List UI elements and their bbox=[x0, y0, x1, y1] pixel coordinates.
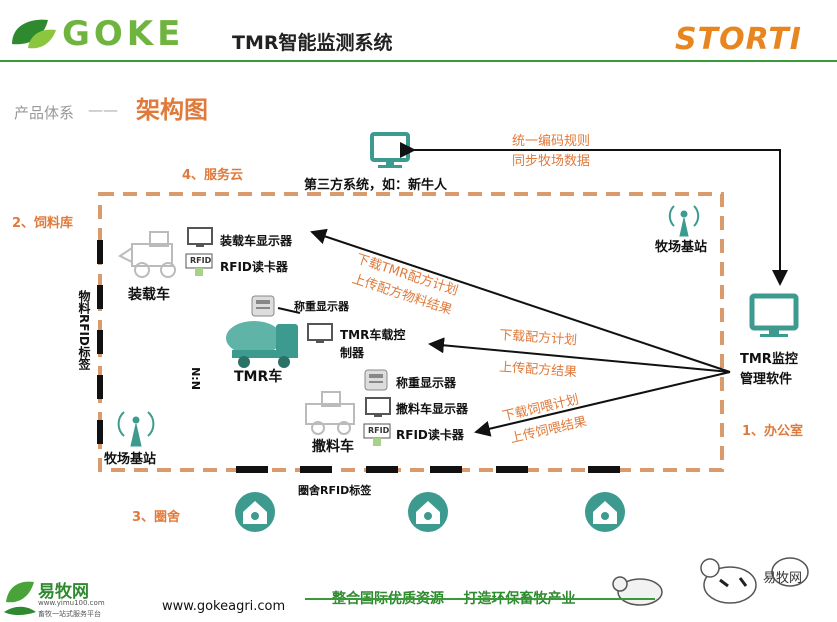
sync-label-2: 同步牧场数据 bbox=[512, 154, 591, 169]
barn-icon-1 bbox=[235, 492, 275, 532]
yimu-url[interactable]: www.yimu100.com bbox=[38, 599, 105, 607]
base-station-icon-left bbox=[117, 411, 155, 447]
tmr-controller-label-1: TMR车载控 bbox=[340, 328, 406, 342]
footer-divider bbox=[305, 598, 655, 600]
system-title: TMR智能监测系统 bbox=[232, 32, 393, 54]
loader-rfid-reader-icon bbox=[185, 253, 213, 276]
spreader-rfid-reader-icon bbox=[363, 423, 391, 446]
breadcrumb-section: 产品体系 bbox=[14, 104, 75, 122]
loader-rfid-chip-label: RFID bbox=[190, 256, 212, 265]
weigh-link-line bbox=[277, 307, 301, 314]
loader-rfid-label: RFID读卡器 bbox=[220, 260, 288, 274]
yimu-title: 易牧网 bbox=[38, 582, 89, 602]
goke-logo: GOKE bbox=[62, 14, 185, 54]
zone-service-cloud: 4、服务云 bbox=[182, 168, 244, 183]
zone-office: 1、办公室 bbox=[742, 424, 804, 439]
base-station-label-top: 牧场基站 bbox=[655, 240, 708, 255]
zone-feed-store: 2、饲料库 bbox=[12, 216, 74, 231]
third-party-label: 第三方系统，如：新牛人 bbox=[304, 178, 448, 193]
loader-flow-arrow bbox=[310, 228, 731, 373]
material-rfid-tag-marks bbox=[97, 240, 103, 444]
sync-label-1: 统一编码规则 bbox=[512, 134, 591, 149]
spreader-label: 撒料车 bbox=[312, 439, 354, 455]
tmr-truck-label: TMR车 bbox=[234, 369, 283, 385]
loader-label: 装载车 bbox=[128, 287, 170, 303]
header-divider bbox=[0, 60, 837, 62]
loader-display-label: 装载车显示器 bbox=[220, 234, 293, 248]
storti-logo: STORTI bbox=[675, 22, 802, 57]
barn-icon-3 bbox=[585, 492, 625, 532]
tmr-software-label-2: 管理软件 bbox=[740, 372, 793, 387]
sync-arrow bbox=[400, 142, 788, 286]
material-rfid-tags-label: 物料RFID标签 bbox=[77, 290, 91, 370]
weigh-display-label-1: 称重显示器 bbox=[294, 300, 349, 313]
nn-label: N:N bbox=[188, 367, 202, 390]
tmr-flow-arrow bbox=[428, 337, 731, 373]
base-station-label-left: 牧场基站 bbox=[104, 452, 157, 467]
tmr-truck-icon bbox=[226, 321, 298, 368]
zone-barn: 3、圈舍 bbox=[132, 510, 181, 525]
farm-animals-illustration bbox=[612, 557, 809, 606]
barn-rfid-tags-label: 圈舍RFID标签 bbox=[298, 484, 372, 497]
spreader-rfid-chip-label: RFID bbox=[368, 426, 390, 435]
spreader-vehicle-icon bbox=[305, 391, 355, 435]
yimu-subtitle: 畜牧一站式服务平台 bbox=[38, 610, 101, 618]
weigh-display-icon-2 bbox=[364, 369, 388, 391]
third-party-monitor-icon bbox=[370, 132, 410, 168]
yimu-logo-icon bbox=[4, 581, 36, 615]
footer-url[interactable]: www.gokeagri.com bbox=[162, 599, 286, 614]
barn-icon-2 bbox=[408, 492, 448, 532]
tmr-software-monitor-icon bbox=[749, 293, 799, 337]
tmr-controller-icon bbox=[307, 323, 333, 343]
loader-vehicle-icon bbox=[118, 231, 176, 278]
spreader-rfid-label: RFID读卡器 bbox=[396, 428, 464, 442]
weigh-display-label-2: 称重显示器 bbox=[396, 376, 457, 390]
watermark: 易牧网 bbox=[763, 571, 803, 586]
goke-leaf-icon bbox=[12, 19, 56, 49]
page-title: 架构图 bbox=[136, 96, 208, 124]
spreader-display-label: 撒料车显示器 bbox=[396, 402, 469, 416]
spreader-display-icon bbox=[365, 397, 391, 417]
tmr-software-label-1: TMR监控 bbox=[740, 352, 798, 367]
spreader-flow-arrow bbox=[474, 371, 731, 437]
weigh-display-icon-1 bbox=[251, 295, 275, 317]
base-station-icon-top bbox=[668, 205, 700, 237]
loader-display-icon bbox=[187, 227, 213, 247]
barn-rfid-tag-marks bbox=[236, 466, 620, 473]
tmr-controller-label-2: 制器 bbox=[340, 346, 365, 360]
breadcrumb-dash: —— bbox=[88, 101, 118, 119]
